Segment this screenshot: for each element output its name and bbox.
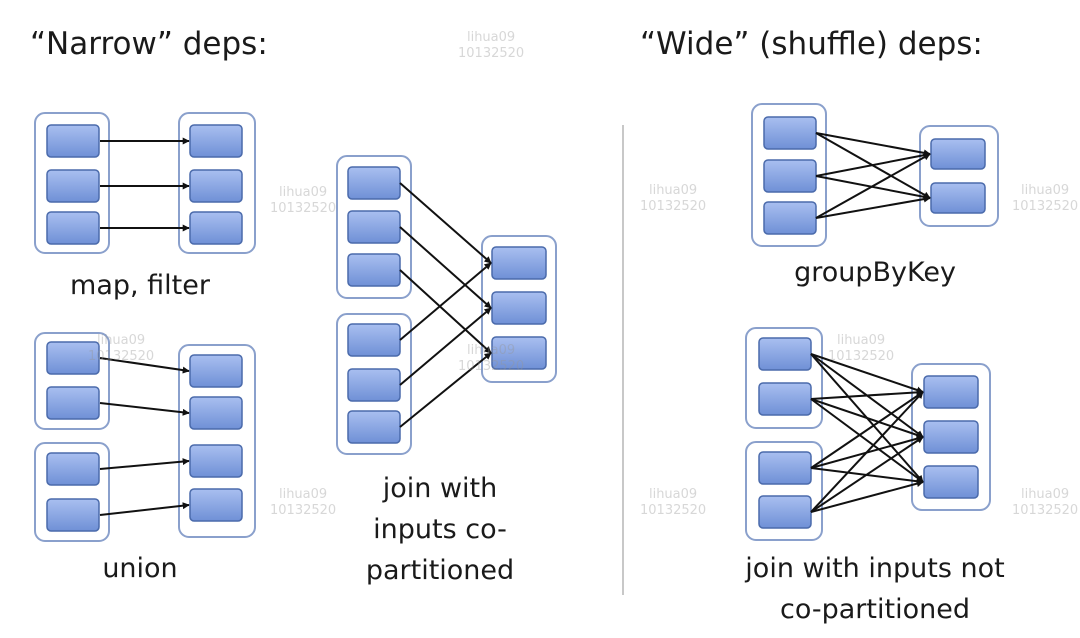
partition-block — [491, 291, 547, 325]
rdd-groupbykey-child — [919, 125, 999, 227]
dependency-arrow — [810, 353, 924, 394]
dependency-arrow — [810, 398, 924, 483]
dependency-arrow — [815, 132, 931, 157]
partition-block — [758, 451, 812, 485]
rdd-join-wide-parent-a — [745, 327, 823, 429]
partition-block — [758, 495, 812, 529]
rdd-mapfilter-child — [178, 112, 256, 254]
dependency-arrow — [99, 402, 190, 416]
rdd-join-wide-parent-b — [745, 441, 823, 541]
dependency-arrow — [99, 458, 190, 470]
dependency-arrow — [815, 195, 931, 219]
join-not-copartitioned-label-line-2: co-partitioned — [780, 594, 970, 625]
rdd-join-child — [481, 235, 557, 383]
partition-block — [189, 396, 243, 430]
partition-block — [189, 444, 243, 478]
map-filter-label: map, filter — [70, 270, 210, 301]
partition-block — [923, 465, 979, 499]
dependency-arrow — [810, 391, 924, 469]
rdd-union-parent-b — [34, 442, 110, 542]
partition-block — [46, 452, 100, 486]
dependency-arrow — [399, 269, 492, 354]
partition-block — [46, 169, 100, 203]
rdd-mapfilter-parent — [34, 112, 110, 254]
section-divider — [622, 125, 624, 595]
partition-block — [763, 201, 817, 235]
join-copartitioned-label-line-2: inputs co- — [373, 514, 507, 545]
partition-block — [189, 488, 243, 522]
dependency-arrow — [815, 151, 931, 177]
groupbykey-label: groupByKey — [794, 257, 956, 288]
partition-block — [46, 386, 100, 420]
join-copartitioned-label-line-3: partitioned — [365, 555, 515, 586]
dependency-arrow — [399, 352, 492, 428]
dependency-arrow — [399, 182, 492, 264]
partition-block — [491, 246, 547, 280]
dependency-arrow — [810, 388, 924, 400]
dependency-arrow — [99, 357, 190, 374]
partition-block — [46, 124, 100, 158]
dependency-arrow — [810, 391, 924, 513]
partition-block — [347, 410, 401, 444]
partition-block — [46, 498, 100, 532]
union-label: union — [102, 553, 178, 584]
dependency-arrow — [810, 436, 924, 513]
partition-block — [923, 375, 979, 409]
partition-block — [347, 368, 401, 402]
partition-block — [189, 211, 243, 245]
rdd-union-child — [178, 344, 256, 538]
dependency-arrow — [399, 226, 492, 309]
join-copartitioned-label-line-1: join with — [382, 473, 498, 504]
rdd-union-parent-a — [34, 332, 110, 430]
partition-block — [923, 420, 979, 454]
dependency-arrow — [815, 153, 931, 219]
rdd-group — [34, 103, 999, 542]
partition-block — [347, 253, 401, 287]
partition-block — [763, 159, 817, 193]
partition-block — [758, 337, 812, 371]
dependency-arrow — [399, 262, 492, 341]
join-copartitioned-label: join with inputs co- partitioned — [340, 468, 540, 591]
rdd-join-wide-child — [911, 363, 991, 511]
partition-block — [46, 211, 100, 245]
dependency-arrow — [810, 398, 924, 439]
partition-block — [189, 124, 243, 158]
narrow-deps-title: “Narrow” deps: — [30, 26, 268, 62]
partition-block — [189, 169, 243, 203]
partition-block — [930, 138, 986, 170]
partition-block — [491, 336, 547, 370]
partition-block — [347, 166, 401, 200]
dependency-arrow — [99, 502, 190, 516]
partition-block — [758, 382, 812, 416]
join-not-copartitioned-label-line-1: join with inputs not — [745, 553, 1005, 584]
rdd-join-parent-a — [336, 155, 412, 299]
partition-block — [930, 182, 986, 214]
partition-block — [347, 323, 401, 357]
dependency-arrow-group — [99, 132, 931, 516]
rdd-groupbykey-parent — [751, 103, 827, 247]
partition-block — [347, 210, 401, 244]
partition-block — [46, 341, 100, 375]
partition-block — [189, 354, 243, 388]
dependency-arrow — [810, 480, 924, 513]
wide-deps-title: “Wide” (shuffle) deps: — [640, 26, 983, 62]
dependency-arrow — [399, 307, 492, 386]
partition-block — [763, 116, 817, 150]
join-not-copartitioned-label: join with inputs not co-partitioned — [730, 548, 1020, 630]
